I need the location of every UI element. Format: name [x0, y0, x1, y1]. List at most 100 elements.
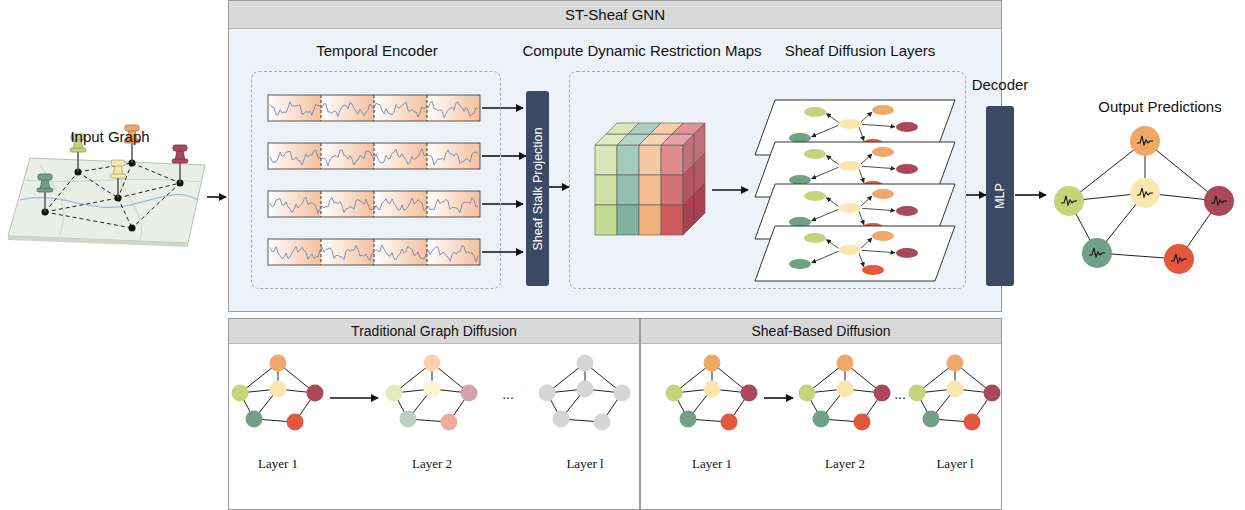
row-arrow-stub — [482, 155, 500, 157]
graph-node — [461, 385, 478, 402]
flow-arrow — [712, 189, 748, 191]
stalk-arrow — [812, 209, 839, 220]
map-link — [45, 198, 118, 212]
decoder-bar: DecoderMLP — [986, 106, 1014, 286]
stalk-ellipse — [839, 119, 861, 129]
pin-rim — [110, 174, 126, 178]
layer-label: Layer 1 — [258, 456, 298, 472]
time-window — [427, 95, 480, 121]
signal-glyph — [1171, 254, 1187, 263]
layer-label: Layer l — [566, 456, 603, 472]
cube-cell — [617, 205, 639, 235]
text-holder: Input Graph — [70, 128, 149, 145]
diffusion-plane — [755, 226, 955, 281]
text-holder: Output Predictions — [1098, 98, 1221, 115]
cube-cell — [617, 145, 639, 175]
cube-cell — [661, 205, 683, 235]
graph-node — [854, 414, 871, 431]
graph-node — [680, 411, 697, 428]
pin-head — [173, 145, 187, 151]
cube-cell — [639, 175, 661, 205]
graph-node — [1130, 178, 1160, 208]
text-holder: Sheaf Stalk Projection — [531, 127, 545, 250]
graph-node — [539, 385, 556, 402]
cube-cell — [595, 175, 617, 205]
stalk-arrow — [826, 114, 838, 123]
graph-node — [704, 355, 721, 372]
signal-glyph — [1137, 188, 1153, 197]
stalk-ellipse — [839, 245, 861, 255]
flow-arrow — [1015, 194, 1046, 196]
graph-node — [704, 381, 721, 398]
stalk-arrow — [826, 240, 838, 249]
panel-header: ST-Sheaf GNN — [229, 1, 1001, 29]
stalk-ellipse — [872, 147, 894, 157]
time-series — [270, 197, 478, 213]
panel-ground — [228, 28, 1002, 312]
graph-node — [964, 414, 981, 431]
graph-node — [1130, 126, 1160, 156]
encoder-box: Temporal Encoder — [251, 71, 501, 289]
layer-label: Layer 1 — [692, 456, 732, 472]
time-window — [321, 143, 374, 169]
graph-node — [837, 381, 854, 398]
time-series — [270, 245, 478, 262]
text-holder: Decoder — [972, 76, 1029, 93]
graph-node — [400, 411, 417, 428]
panel-title: Traditional Graph Diffusion — [351, 323, 517, 339]
window-divider — [321, 143, 322, 169]
graph-node — [721, 414, 738, 431]
stalk-ellipse — [896, 206, 918, 216]
graph-node — [424, 355, 441, 372]
graph-node — [553, 411, 570, 428]
map-link — [118, 183, 180, 198]
window-divider — [374, 191, 375, 217]
ellipsis: ... — [502, 386, 514, 402]
graph-node — [947, 381, 964, 398]
graph-node — [909, 385, 926, 402]
projection-bar: Sheaf Stalk Projection — [526, 91, 549, 286]
text-holder: MLP — [993, 183, 1007, 209]
graph-node — [813, 411, 830, 428]
signal-glyph — [1089, 248, 1105, 257]
graph-node — [577, 355, 594, 372]
cube-cell — [617, 175, 639, 205]
layer-label: Layer l — [936, 456, 973, 472]
map-link — [132, 183, 180, 228]
row-arrow — [482, 203, 523, 205]
stalk-arrow — [861, 112, 872, 122]
row-arrow — [482, 107, 523, 109]
pin-head — [111, 160, 125, 166]
series-frame — [268, 95, 480, 121]
stalk-ellipse — [872, 189, 894, 199]
stalk-ellipse — [839, 161, 861, 171]
graph-node — [307, 385, 324, 402]
figure-label: Output Predictions — [1098, 98, 1221, 115]
stage-heading: Decoder — [972, 76, 1029, 93]
ellipsis: ... — [894, 386, 906, 402]
stalk-arrow — [859, 211, 864, 224]
model-panel: ST-Sheaf GNN Temporal Encoder Sheaf Stalk … — [228, 0, 1002, 312]
stalk-ellipse — [862, 265, 884, 275]
graph-node — [441, 414, 458, 431]
cube-cell — [595, 145, 617, 175]
graph-node — [837, 355, 854, 372]
stalk-ellipse — [896, 122, 918, 132]
stalk-arrow — [862, 208, 895, 210]
figure-label: Input Graph — [70, 128, 149, 145]
stalk-arrow — [859, 253, 864, 266]
text-holder: Layer l — [936, 456, 973, 472]
window-divider — [321, 239, 322, 265]
graph-node — [270, 355, 287, 372]
row-arrow — [482, 251, 523, 253]
stalk-arrow — [862, 250, 895, 252]
comparison-panel: Sheaf-Based Diffusion — [640, 318, 1002, 510]
stalk-ellipse — [896, 248, 918, 258]
comparison-panel: Traditional Graph Diffusion — [228, 318, 640, 510]
stalk-arrow — [859, 127, 864, 140]
graph-node — [666, 385, 683, 402]
pin-needle — [77, 150, 79, 172]
time-series — [270, 149, 478, 166]
stage-heading: Sheaf Diffusion Layers — [785, 42, 936, 59]
flow-arrow — [764, 397, 793, 399]
